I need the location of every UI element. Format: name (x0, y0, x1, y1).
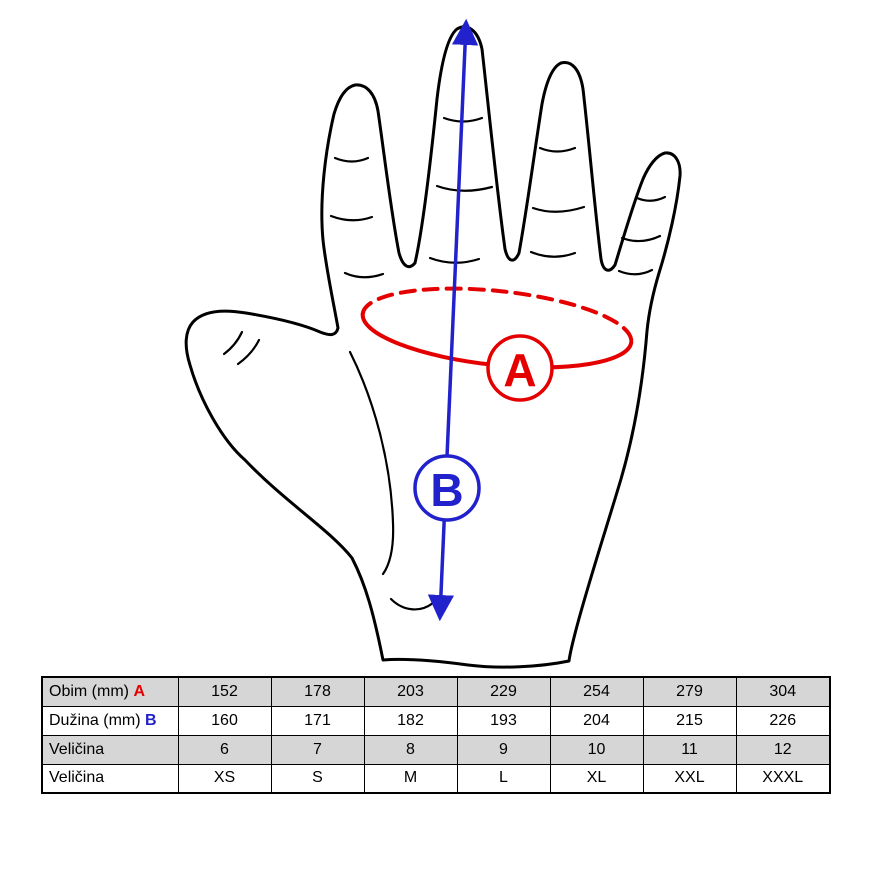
size-value-cell: XXL (642, 763, 737, 794)
size-value-cell: 229 (456, 676, 551, 707)
size-value-cell: 203 (363, 676, 458, 707)
row-label: Veličina (49, 740, 105, 758)
size-value-cell: 152 (177, 676, 272, 707)
size-value-cell: 11 (642, 734, 737, 765)
hand-measurement-diagram: A B (184, 18, 682, 669)
size-value-cell: 7 (270, 734, 365, 765)
size-value-cell: 254 (549, 676, 644, 707)
size-value-cell: XL (549, 763, 644, 794)
measurement-b-label: B (430, 464, 463, 516)
size-value-cell: XS (177, 763, 272, 794)
size-value-cell: 279 (642, 676, 737, 707)
size-value-cell: 8 (363, 734, 458, 765)
row-label: Dužina (mm) (49, 711, 141, 729)
size-value-cell: XXXL (735, 763, 831, 794)
table-row-circumference: Obim (mm) A 152 178 203 229 254 279 304 (41, 676, 831, 707)
hand-outline (184, 25, 682, 669)
measurement-a-label: A (503, 344, 536, 396)
measurement-b-circle (413, 454, 481, 522)
size-value-cell: 193 (456, 705, 551, 736)
measurement-a-circle (486, 334, 554, 402)
size-value-cell: 215 (642, 705, 737, 736)
size-value-cell: S (270, 763, 365, 794)
size-value-cell: 6 (177, 734, 272, 765)
measurement-b-badge: B (413, 454, 481, 522)
row-marker-a: A (133, 682, 145, 700)
size-value-cell: 9 (456, 734, 551, 765)
measurement-a-badge: A (486, 334, 554, 402)
size-value-cell: 204 (549, 705, 644, 736)
ellipse-dashed-back (360, 286, 634, 345)
size-value-cell: 304 (735, 676, 831, 707)
row-label-cell: Veličina (41, 763, 179, 794)
size-value-cell: M (363, 763, 458, 794)
table-row-size-numeric: Veličina 6 7 8 9 10 11 12 (41, 734, 831, 765)
size-value-cell: L (456, 763, 551, 794)
row-label: Obim (mm) (49, 682, 129, 700)
row-label: Veličina (49, 769, 105, 787)
size-value-cell: 182 (363, 705, 458, 736)
size-value-cell: 10 (549, 734, 644, 765)
size-value-cell: 160 (177, 705, 272, 736)
table-row-size-letter: Veličina XS S M L XL XXL XXXL (41, 763, 831, 794)
size-value-cell: 171 (270, 705, 365, 736)
size-value-cell: 178 (270, 676, 365, 707)
row-label-cell: Veličina (41, 734, 179, 765)
row-label-cell: Obim (mm) A (41, 676, 179, 707)
table-row-length: Dužina (mm) B 160 171 182 193 204 215 22… (41, 705, 831, 736)
glove-size-table: Obim (mm) A 152 178 203 229 254 279 304 … (41, 676, 831, 794)
row-marker-b: B (145, 711, 157, 729)
row-label-cell: Dužina (mm) B (41, 705, 179, 736)
size-value-cell: 12 (735, 734, 831, 765)
size-value-cell: 226 (735, 705, 831, 736)
